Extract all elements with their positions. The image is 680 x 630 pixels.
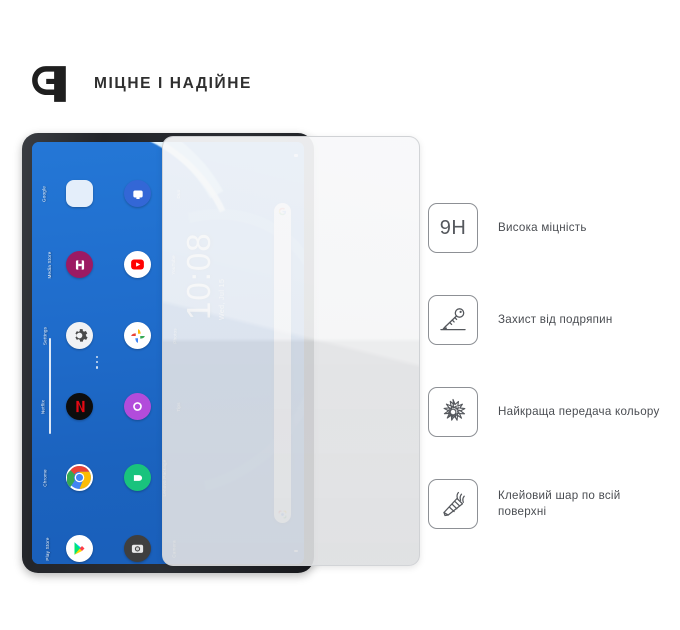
google-lens-icon (278, 510, 287, 519)
app-item[interactable]: Camera (124, 535, 177, 562)
app-label: Netflix (40, 399, 46, 414)
app-label: Chrome (42, 468, 48, 487)
feature-label: Висока міцність (498, 221, 587, 234)
feature-row: Найкраща передача кольору (428, 387, 668, 437)
hardness-9h-icon: 9H (428, 203, 478, 253)
app-label: Lenovo Package (161, 458, 167, 497)
armor-shield-logo (32, 66, 66, 102)
clock-date: Wed, Jul 15 (219, 278, 226, 320)
app-item[interactable]: Photos (124, 322, 178, 349)
settings-gear-icon[interactable] (66, 322, 93, 349)
app-column-right: Duo YouTube (124, 180, 181, 562)
clock-time: 10:08 (180, 232, 217, 320)
app-item[interactable]: Media Store (47, 251, 93, 278)
google-g-icon (278, 207, 287, 216)
google-folder-icon[interactable] (66, 180, 93, 207)
status-bar-indicator (294, 154, 298, 157)
google-search-pill[interactable] (274, 203, 291, 523)
app-item[interactable]: Tips (124, 393, 181, 420)
app-item[interactable]: Lenovo Package (124, 459, 167, 496)
feature-row: Клейовий шар по всій поверхні (428, 479, 668, 529)
tablet-screen: Google Media Store Settings (32, 142, 304, 564)
photos-icon[interactable] (124, 322, 151, 349)
duo-icon[interactable] (124, 180, 151, 207)
app-label: Camera (171, 539, 177, 558)
key-scratch-icon (428, 295, 478, 345)
lenovo-package-icon[interactable] (124, 464, 151, 491)
app-label: YouTube (170, 254, 176, 275)
page-indicator-bar (49, 338, 51, 434)
tablet-device: Google Media Store Settings (22, 133, 314, 573)
feature-row: 9H Висока міцність (428, 203, 668, 253)
feature-list: 9H Висока міцність Захист від подряпин (428, 203, 668, 529)
app-label: Google (41, 185, 47, 202)
header: МІЦНЕ І НАДІЙНЕ (28, 62, 252, 106)
app-item[interactable]: YouTube (124, 251, 176, 278)
feature-row: Захист від подряпин (428, 295, 668, 345)
page-title: МІЦНЕ І НАДІЙНЕ (94, 75, 252, 92)
app-item[interactable]: Duo (124, 180, 181, 207)
adhesive-film-icon (428, 479, 478, 529)
app-column-left: Google Media Store Settings (41, 180, 93, 562)
app-label: Settings (42, 326, 48, 345)
app-label: Duo (175, 188, 181, 199)
app-label: Tips (175, 401, 181, 412)
hardness-9h-label: 9H (439, 216, 467, 239)
feature-label: Захист від подряпин (498, 313, 613, 326)
youtube-icon[interactable] (124, 251, 151, 278)
app-item[interactable]: Chrome (42, 464, 93, 491)
app-item[interactable]: Play Store (45, 535, 93, 562)
navigation-indicator (294, 549, 298, 552)
camera-icon[interactable] (124, 535, 151, 562)
app-item[interactable]: Settings (43, 322, 93, 349)
netflix-icon[interactable] (66, 393, 93, 420)
app-label: Play Store (45, 536, 51, 561)
clock-widget[interactable]: 10:08 Wed, Jul 15 (180, 232, 226, 320)
app-item[interactable]: Netflix (41, 393, 93, 420)
play-store-icon[interactable] (66, 535, 93, 562)
app-label: Media Store (46, 251, 52, 278)
app-item[interactable]: Google (42, 180, 93, 207)
media-store-icon[interactable] (66, 251, 93, 278)
tips-icon[interactable] (124, 393, 151, 420)
app-label: Photos (172, 327, 178, 344)
home-screen-page-dots (96, 356, 99, 369)
feature-label: Найкраща передача кольору (498, 405, 660, 418)
chrome-icon[interactable] (66, 464, 93, 491)
feature-label: Клейовий шар по всій поверхні (498, 489, 621, 518)
color-burst-icon (428, 387, 478, 437)
